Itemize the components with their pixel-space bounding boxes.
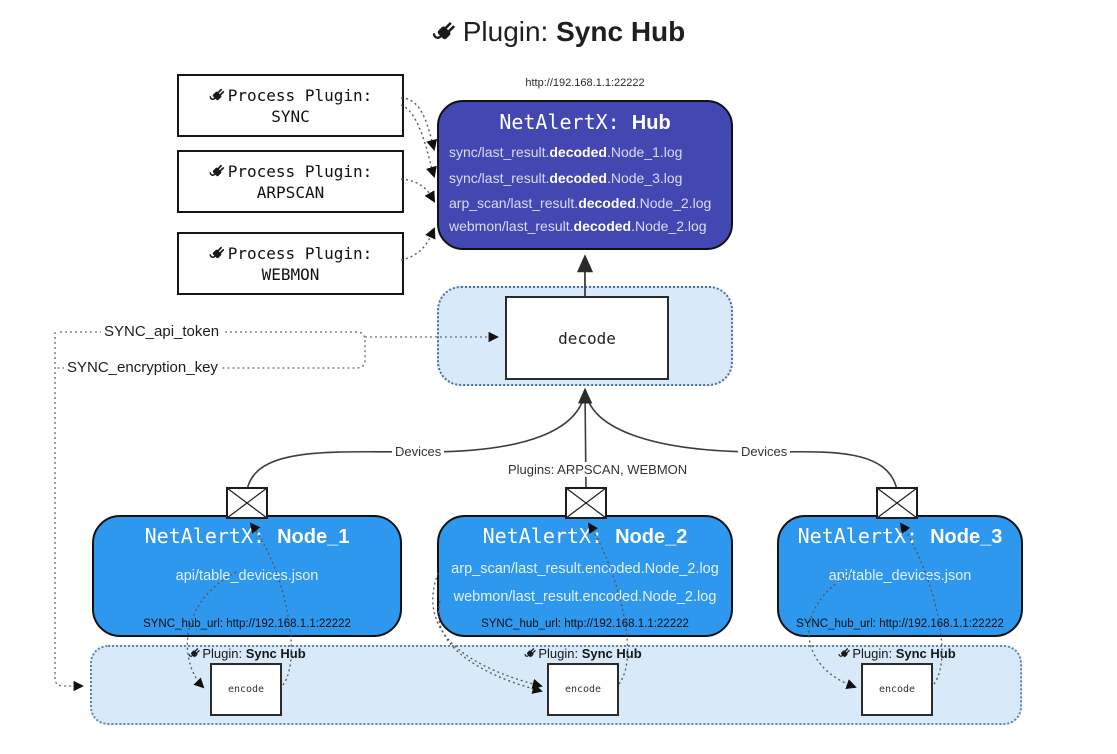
- sync-encryption-key-label: SYNC_encryption_key: [64, 359, 221, 376]
- hub-box: [437, 100, 733, 250]
- decode-box: decode: [505, 296, 669, 380]
- process-to-hub-connectors: [400, 97, 438, 261]
- plug-icon: [524, 646, 538, 660]
- plugins-edge-label: Plugins: ARPSCAN, WEBMON: [505, 462, 691, 477]
- node2-file: arp_scan/last_result.encoded.Node_2.log: [451, 561, 719, 577]
- page-title: Plugin: Sync Hub: [0, 16, 1117, 48]
- encoder3-label: Plugin: Sync Hub: [787, 646, 1007, 661]
- title-name: Sync Hub: [556, 16, 686, 47]
- encoder1-label: Plugin: Sync Hub: [137, 646, 357, 661]
- node3-file: api/table_devices.json: [828, 568, 972, 584]
- devices-edge-label-left: Devices: [392, 444, 445, 459]
- hub-log-line: arp_scan/last_result.decoded.Node_2.log: [449, 195, 712, 211]
- process-plugin-label: Process Plugin:: [227, 85, 373, 105]
- node2-title: NetAlertX: Node_2: [482, 524, 688, 548]
- devices-edge-label-right: Devices: [738, 444, 791, 459]
- encoder3-box: encode: [861, 663, 933, 716]
- title-prefix: Plugin:: [462, 16, 549, 47]
- node1-title: NetAlertX: Node_1: [144, 524, 350, 548]
- encoder2-label: Plugin: Sync Hub: [473, 646, 693, 661]
- node3-title: NetAlertX: Node_3: [797, 524, 1003, 548]
- process-plugin-label: Process Plugin:: [227, 161, 373, 181]
- envelope-icons: [226, 487, 918, 519]
- process-plugin-name: SYNC: [271, 106, 310, 126]
- plug-icon: [209, 162, 227, 180]
- hub-log-line: webmon/last_result.decoded.Node_2.log: [449, 218, 707, 234]
- plug-icon: [838, 646, 852, 660]
- envelope-icon: [226, 487, 268, 519]
- node2-file: webmon/last_result.encoded.Node_2.log: [453, 589, 717, 605]
- hub-title-name: Hub: [631, 112, 671, 134]
- envelope-icon: [876, 487, 918, 519]
- node1-file: api/table_devices.json: [175, 568, 319, 584]
- node1-hub-url: SYNC_hub_url: http://192.168.1.1:22222: [143, 618, 351, 630]
- node2-hub-url: SYNC_hub_url: http://192.168.1.1:22222: [481, 618, 689, 630]
- process-plugin-name: WEBMON: [261, 264, 320, 284]
- node3-hub-url: SYNC_hub_url: http://192.168.1.1:22222: [796, 618, 1004, 630]
- encoder2-box: encode: [547, 663, 619, 716]
- process-plugin-name: ARPSCAN: [256, 182, 325, 202]
- encoder1-box: encode: [210, 663, 282, 716]
- decode-label: decode: [558, 328, 616, 348]
- node1-box: [92, 515, 402, 637]
- process-plugin-sync: Process Plugin: SYNC: [177, 74, 404, 137]
- envelope-icon: [565, 487, 607, 519]
- plug-icon: [209, 244, 227, 262]
- process-plugin-arpscan: Process Plugin: ARPSCAN: [177, 150, 404, 213]
- hub-title-prefix: NetAlertX:: [499, 110, 620, 134]
- hub-title: NetAlertX: Hub: [437, 110, 733, 135]
- process-plugin-label: Process Plugin:: [227, 243, 373, 263]
- hub-log-line: sync/last_result.decoded.Node_1.log: [449, 144, 683, 160]
- plug-icon: [188, 646, 202, 660]
- hub-log-line: sync/last_result.decoded.Node_3.log: [449, 170, 683, 186]
- plug-icon: [209, 86, 227, 104]
- sync-api-token-label: SYNC_api_token: [101, 323, 223, 340]
- hub-url-label: http://192.168.1.1:22222: [525, 77, 645, 89]
- plug-icon: [432, 18, 459, 45]
- process-plugin-webmon: Process Plugin: WEBMON: [177, 232, 404, 295]
